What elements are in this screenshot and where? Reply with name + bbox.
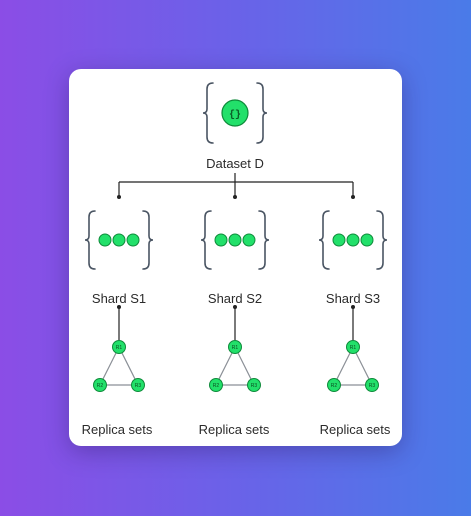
- shard-braces-icon: [200, 210, 270, 270]
- braces-glyph: {}: [229, 109, 241, 121]
- right-brace: [142, 210, 154, 270]
- replica-node-label: R3: [135, 383, 142, 389]
- dataset-label: Dataset D: [206, 156, 264, 171]
- replica-edge: [352, 346, 373, 386]
- replica-edge: [118, 346, 139, 386]
- shard-dot: [346, 233, 360, 247]
- replica-node-r1: [112, 340, 126, 354]
- replica-node-r3: [247, 378, 261, 392]
- left-brace: [200, 210, 212, 270]
- replica-node-r2: [209, 378, 223, 392]
- shard-dot: [112, 233, 126, 247]
- shard-label-s2: Shard S2: [207, 291, 263, 306]
- replica-node-r1: [346, 340, 360, 354]
- shard-dot: [360, 233, 374, 247]
- replica-node-label: R2: [331, 383, 338, 389]
- replica-node-label: R2: [97, 383, 104, 389]
- shard-dot: [126, 233, 140, 247]
- shard-braces-icon: [84, 210, 154, 270]
- replica-node-label: R3: [251, 383, 258, 389]
- left-brace: [84, 210, 96, 270]
- replica-node-label: R1: [232, 345, 239, 351]
- replica-label-s3: Replica sets: [319, 422, 391, 437]
- shard-dot: [242, 233, 256, 247]
- left-brace: [202, 82, 214, 144]
- replica-node-r1: [228, 340, 242, 354]
- replica-node-r3: [131, 378, 145, 392]
- shard-dot: [214, 233, 228, 247]
- replica-edge: [99, 346, 120, 386]
- dataset-node: [221, 99, 249, 127]
- replica-node-r3: [365, 378, 379, 392]
- replica-node-label: R2: [213, 383, 220, 389]
- shard-dot: [98, 233, 112, 247]
- shard-label-s1: Shard S1: [91, 291, 147, 306]
- right-brace: [376, 210, 388, 270]
- shard-label-s3: Shard S3: [325, 291, 381, 306]
- replica-label-s2: Replica sets: [198, 422, 270, 437]
- left-brace: [318, 210, 330, 270]
- replica-node-label: R1: [350, 345, 357, 351]
- right-brace: [258, 210, 270, 270]
- replica-edge: [234, 346, 255, 386]
- shard-dot: [332, 233, 346, 247]
- replica-node-label: R3: [369, 383, 376, 389]
- connector-dots: [117, 195, 355, 199]
- right-brace: [256, 82, 268, 144]
- replica-edge: [333, 346, 354, 386]
- tree-connectors: [118, 173, 354, 197]
- replica-node-r2: [93, 378, 107, 392]
- replica-edge: [215, 346, 236, 386]
- replica-node-r2: [327, 378, 341, 392]
- replica-node-label: R1: [116, 345, 123, 351]
- json-braces-icon: {}: [202, 82, 268, 144]
- replica-label-s1: Replica sets: [81, 422, 153, 437]
- shard-braces-icon: [318, 210, 388, 270]
- shard-dot: [228, 233, 242, 247]
